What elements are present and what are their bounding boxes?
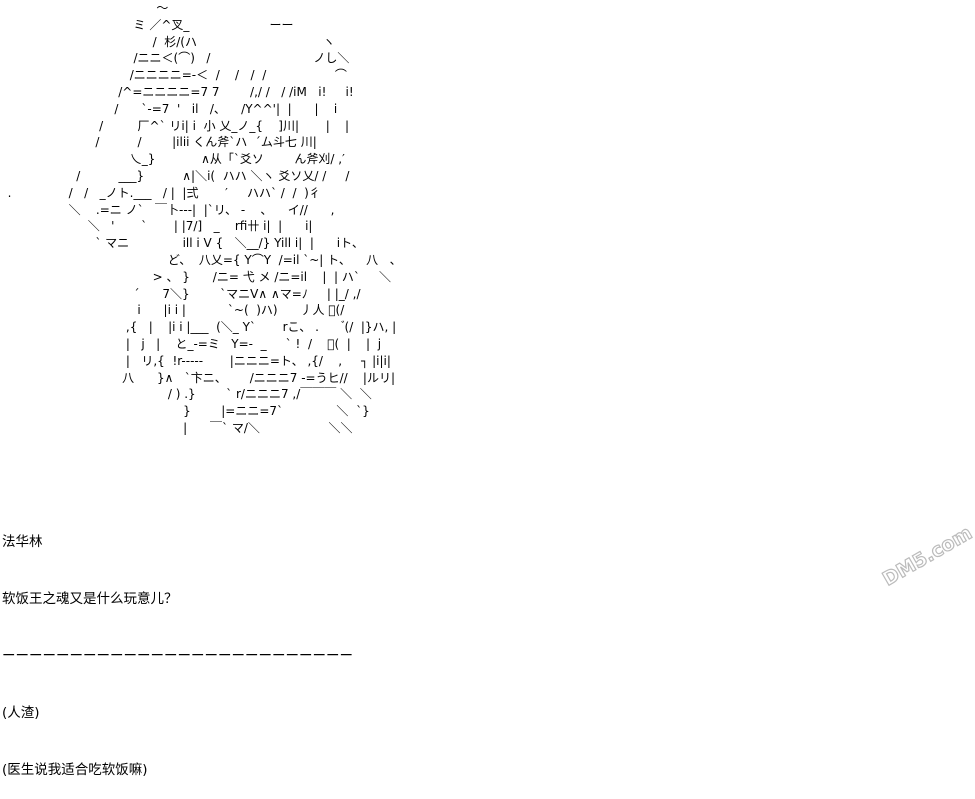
ascii-art-line: ,{ | |i i |___ (＼_ Y` rこ、 . ゙(/ |}ハ, |: [0, 320, 397, 335]
ascii-art-line: | リ,{ !r----- |ニニニ=ト、 ,{/ , ┐ |i|i|: [0, 353, 391, 368]
dm5-watermark-logo: DM5.com: [878, 521, 975, 591]
ascii-art-line: /ニニニニ=-＜ / / / / ⌒: [0, 68, 347, 83]
ascii-art-line: / ___} ∧|＼i( ハハ ＼ヽ 爻ソ乂/ / /: [0, 168, 350, 183]
divider-line: ーーーーーーーーーーーーーーーーーーーーーーーーーー: [2, 648, 353, 664]
ascii-art-line: ` マニ ill i V { ＼__/} Yill i| | iト、: [0, 236, 364, 251]
ascii-art-line: > 、 } /ニ= 弋 メ /ニ=il | | ハ` ＼: [0, 269, 391, 284]
watermark-text: DM5.com: [879, 522, 975, 591]
ascii-art-line: } |=ニニ=7` ＼ `}: [0, 404, 370, 419]
ascii-art-line: / `-=7 ' il /、 /Y^^'| | | i: [0, 101, 338, 116]
ascii-art-line: i |i i | `~( )ハ) 丿人 ゙(/: [0, 303, 345, 318]
ascii-art-line: ど、 八乂={ Y⌒Y /=il `~| ト、 八 、: [0, 252, 402, 267]
note-title: (人渣): [2, 705, 40, 721]
ascii-art-line: /ニニ＜(⌒) / ノし＼: [0, 51, 350, 66]
speaker-name: 法华林: [2, 534, 43, 550]
caption-block: 法华林 软饭王之魂又是什么玩意儿？ ーーーーーーーーーーーーーーーーーーーーーー…: [2, 495, 353, 799]
ascii-art-line: / 厂^` リi| i 小 乂_ノ_{ ]川| | |: [0, 118, 350, 133]
ascii-art-line: /^=ニニニニ=7 7 /,/ / / /iM i! i!: [0, 84, 354, 99]
ascii-art-line: ～: [0, 1, 169, 15]
ascii-art-line: . / / _ノト.___ / | |弍 ′ ハハ` / / )彳: [0, 185, 321, 200]
note-body: (医生说我适合吃软饭嘛): [2, 762, 148, 778]
ascii-art-line: / 杉/(ハ ヽ: [0, 34, 335, 49]
dialogue-line: 软饭王之魂又是什么玩意儿？: [2, 591, 178, 607]
ascii-art-line: / / |ilii くん斧`ハ ´ム斗七 川|: [0, 135, 317, 150]
ascii-art-line: | j | と_-=ミ Y=- _ ` ! / ゙( | | j: [0, 336, 382, 351]
ascii-art-line: ＼ ' ` | |7/] _ rfi卄 i| | i|: [0, 219, 313, 234]
ascii-art: ～ ミ ／^叉_ ーー / 杉/(ハ ヽ /ニニ＜(⌒) /: [0, 0, 402, 437]
ascii-art-line: 乀_} ∧从「`爻ソ ん斧刈/ ,′: [0, 152, 345, 167]
ascii-art-line: / ) .} ` r/ニニニ7 ,/￣￣￣ ＼ ＼: [0, 387, 372, 402]
ascii-art-line: ミ ／^叉_ ーー: [0, 17, 294, 32]
ascii-art-line: ´ 7＼} `マニV∧ ∧マ=ﾉ | |_/ ,/: [0, 286, 361, 301]
ascii-art-line: | ￣` マ/＼ ＼＼: [0, 420, 353, 435]
ascii-art-line: ＼ .=ニ ノ` ￣卜---| |`リ、 - 、 イ// ,: [0, 202, 335, 217]
ascii-art-line: 八 }∧ `卞ニ、 /ニニニ7 -=うヒ// |ルリ|: [0, 370, 396, 385]
